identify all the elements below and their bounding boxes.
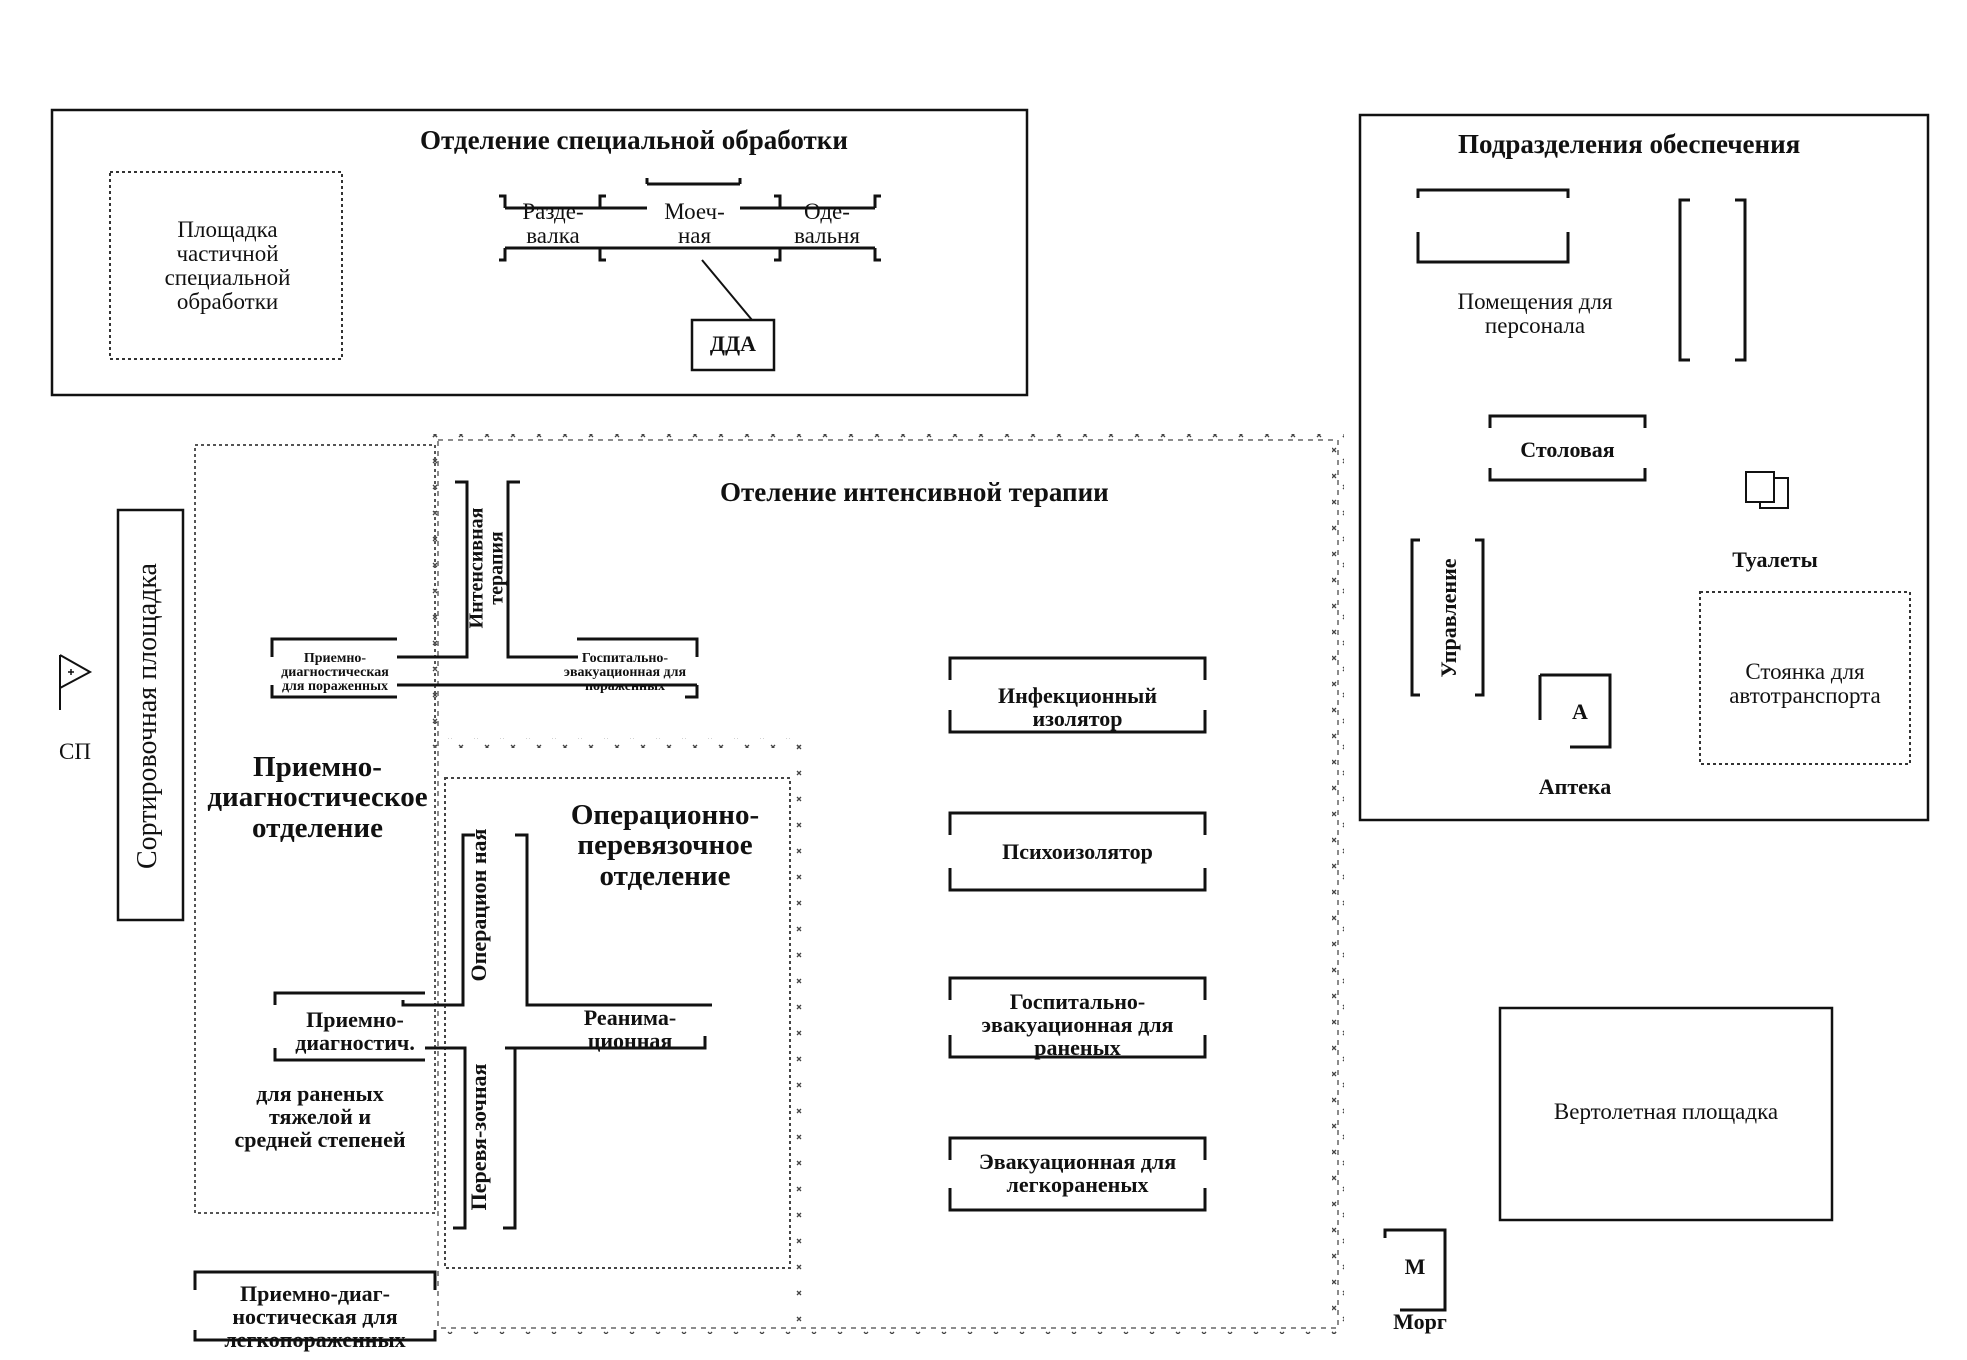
dda-box <box>690 318 776 372</box>
morgue-letter: М <box>1404 1254 1426 1279</box>
toilet-square-front <box>1745 471 1775 503</box>
diag-short-label: Приемно-диагностич. <box>295 1007 415 1056</box>
dressing-room-label: Оде-вальня <box>794 199 860 249</box>
evac-light-label: Эвакуационная для легкораненых <box>978 1149 1177 1198</box>
canteen-shape <box>1488 414 1647 482</box>
diag-light-label: Приемно-диаг-ностическая для легкопораже… <box>224 1281 406 1353</box>
hosp-evac-wounded-label: Госпитально-эвакуационная для раненых <box>981 989 1174 1061</box>
hosp-evac-affected-label: Госпитально-эвакуационная для пораженных <box>563 651 687 694</box>
reanimation-label: Реанима-ционная <box>583 1005 677 1054</box>
operating-room-label: Операцион ная <box>466 828 491 982</box>
intensive-care-title: Отеление интенсивной терапии <box>720 477 1109 507</box>
sp-label: СП <box>59 739 91 764</box>
pharmacy-letter: А <box>1572 699 1588 724</box>
dda-label: ДДА <box>709 331 757 356</box>
diag-affected-label: Приемно-диагностическая для пораженных <box>281 651 389 694</box>
admission-department-title: Приемно-диагностическое отделение <box>207 751 428 844</box>
helipad-label: Вертолетная площадка <box>1553 1099 1779 1124</box>
dressing-room-shape <box>774 194 881 262</box>
management-label: Управление <box>1436 558 1461 678</box>
washing-room-shape <box>645 178 742 250</box>
operating-department-border <box>444 777 791 1269</box>
room-connectors <box>600 206 780 250</box>
parking-label: Стоянка для автотранспорта <box>1729 659 1881 709</box>
intensive-therapy-label: Интенсивная терапия <box>465 507 508 629</box>
evac-light-shape <box>948 1136 1207 1212</box>
psycho-isolator-label: Психоизолятор <box>1002 839 1153 864</box>
undressing-room-label: Разде-валка <box>522 199 584 249</box>
infection-isolator-label: Инфекционный изолятор <box>997 683 1157 732</box>
special-treatment-title: Отделение специальной обработки <box>420 125 848 155</box>
partial-treatment-area-label: Площадка частичной специальной обработки <box>164 217 291 315</box>
morgue-shape <box>1383 1228 1447 1312</box>
severity-label: для раненых тяжелой и средней степеней <box>234 1081 406 1153</box>
admission-department-border <box>194 444 436 1214</box>
helipad-border <box>1498 1006 1834 1222</box>
triage-area-label: Сортировочная площадка <box>132 563 163 870</box>
operating-department-title: Операционно-перевязочное отделение <box>570 799 760 892</box>
parking-area-border <box>1699 591 1911 765</box>
support-units-title: Подразделения обеспечения <box>1458 129 1801 159</box>
management-shape <box>1410 538 1485 697</box>
dressing-room-op-label: Перевя-зочная <box>466 1063 491 1211</box>
undressing-room-shape <box>499 194 606 262</box>
washing-room-label: Моеч-ная <box>664 199 725 249</box>
psycho-isolator-shape <box>948 811 1207 892</box>
diag-light-shape <box>193 1270 437 1342</box>
pharmacy-label: Аптека <box>1538 774 1612 799</box>
sp-flag-icon <box>59 654 93 710</box>
hosp-evac-wounded-shape <box>948 976 1207 1059</box>
staff-room-horizontal-shape <box>1416 188 1570 264</box>
staff-room-vertical-shape <box>1678 198 1747 362</box>
infection-isolator-shape <box>948 656 1207 734</box>
canteen-label: Столовая <box>1520 437 1615 462</box>
partial-treatment-area-border <box>109 171 343 360</box>
triage-area-border <box>116 508 185 922</box>
staff-rooms-label: Помещения для персонала <box>1457 289 1613 339</box>
intensive-care-cross <box>270 480 699 699</box>
operating-cross <box>273 833 712 1230</box>
morgue-label: Морг <box>1393 1309 1447 1334</box>
support-units-border <box>1358 113 1930 822</box>
washing-dda-link <box>701 259 753 321</box>
pharmacy-shape <box>1538 673 1612 749</box>
special-treatment-department-border <box>50 108 1029 397</box>
toilets-label: Туалеты <box>1732 547 1818 572</box>
